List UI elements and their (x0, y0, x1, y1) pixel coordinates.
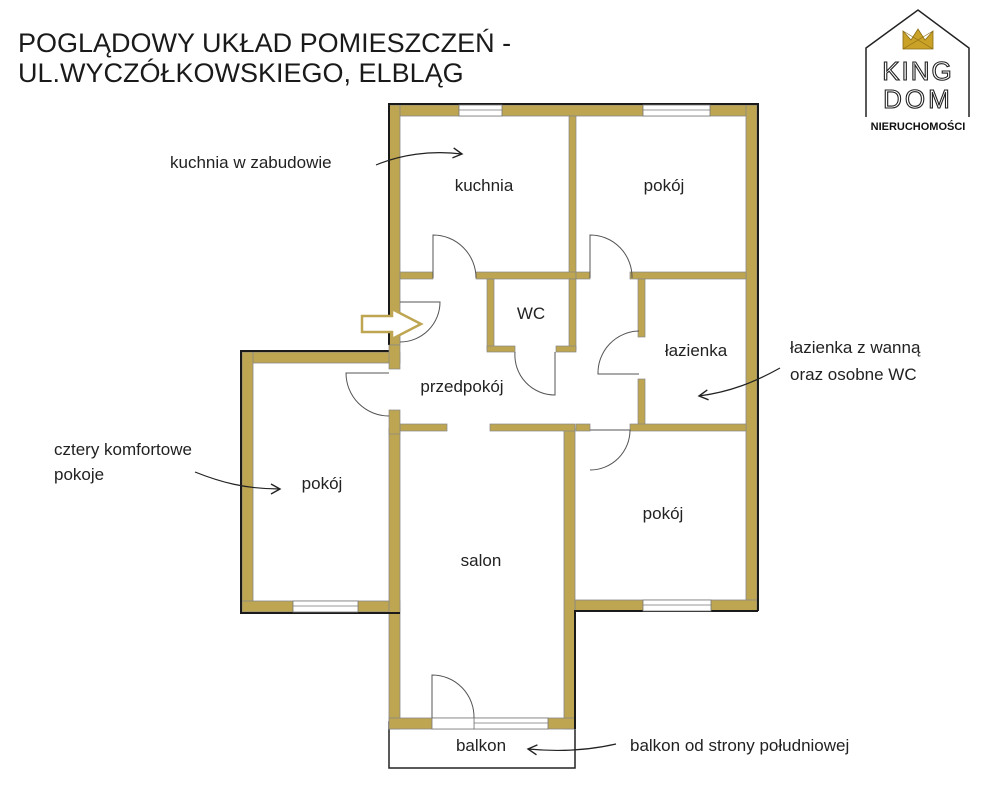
interior-walls (388, 115, 747, 435)
title-line-1: POGLĄDOWY UKŁAD POMIESZCZEŃ - (18, 28, 512, 58)
kingdom-logo: KING DOM NIERUCHOMOŚCI (865, 9, 970, 133)
room-label-wc: WC (517, 304, 545, 323)
note-kitchen: kuchnia w zabudowie (170, 153, 332, 172)
note-kitchen-arrow-icon (375, 147, 464, 166)
exterior-walls (241, 104, 758, 730)
entrance-arrow-icon (360, 306, 424, 342)
note-rooms-arrow-icon (194, 471, 282, 495)
room-label-room-left: pokój (302, 474, 343, 493)
doors (345, 234, 640, 719)
room-label-balcony: balkon (456, 736, 506, 755)
note-balcony-arrow-icon (526, 743, 617, 756)
exterior-outline (240, 103, 759, 729)
note-bathroom-line-2: oraz osobne WC (790, 365, 917, 384)
note-bathroom-line-1: łazienka z wanną (790, 338, 921, 357)
note-rooms-line-2: pokoje (54, 465, 104, 484)
logo-word-king: KING (882, 56, 954, 86)
room-label-kitchen: kuchnia (455, 176, 514, 195)
room-label-room-bottom-right: pokój (643, 504, 684, 523)
note-rooms-line-1: cztery komfortowe (54, 440, 192, 459)
page-title: POGLĄDOWY UKŁAD POMIESZCZEŃ - UL.WYCZÓŁK… (18, 28, 511, 88)
room-label-bathroom: łazienka (665, 341, 728, 360)
note-bathroom-arrow-icon (697, 367, 781, 401)
room-label-hallway: przedpokój (420, 377, 503, 396)
balcony-outline (388, 721, 576, 769)
room-label-living-room: salon (461, 551, 502, 570)
logo-subtitle: NIERUCHOMOŚCI (871, 120, 966, 133)
title-line-2: UL.WYCZÓŁKOWSKIEGO, ELBLĄG (18, 58, 464, 88)
windows (292, 104, 712, 730)
crown-icon (902, 28, 934, 50)
room-label-room-top-right: pokój (644, 176, 685, 195)
logo-word-dom: DOM (883, 84, 953, 114)
note-balcony: balkon od strony południowej (630, 736, 849, 755)
